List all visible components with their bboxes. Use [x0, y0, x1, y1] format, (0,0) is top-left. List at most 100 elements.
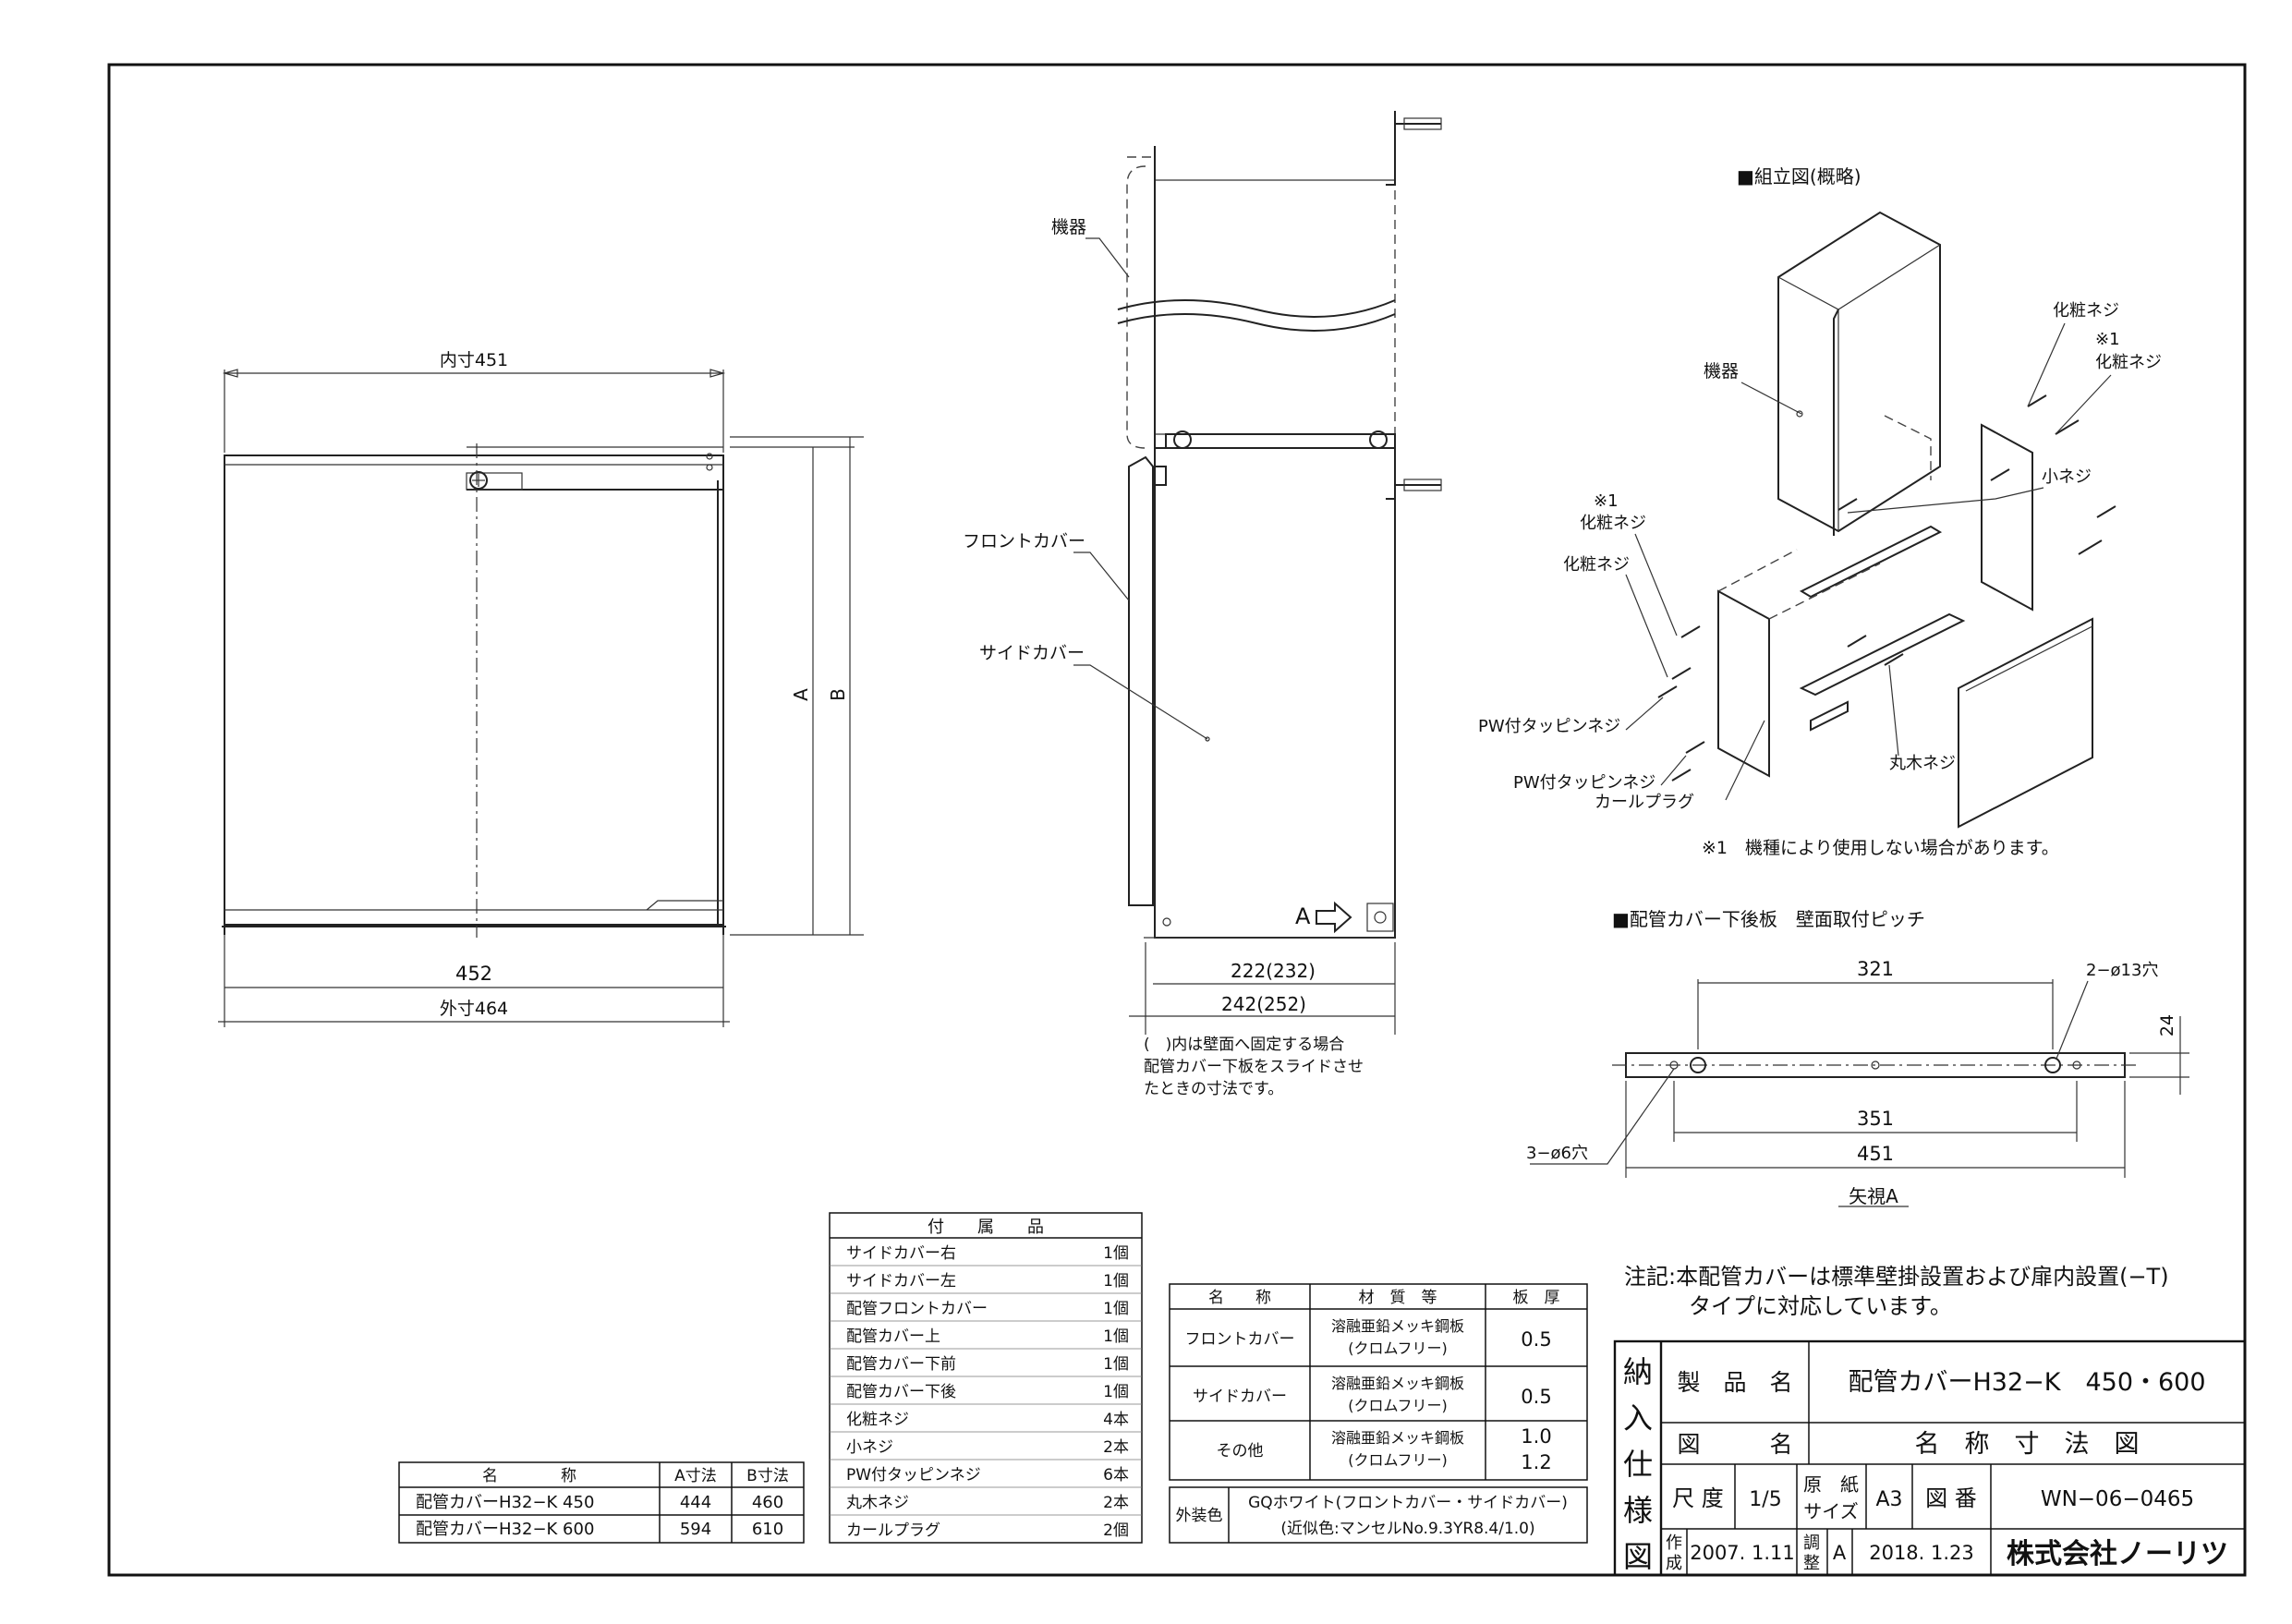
mat-header-thickness: 板 厚: [1513, 1289, 1560, 1307]
accessory-name: サイドカバー右: [846, 1244, 956, 1263]
tb-adjust-label-1: 調: [1803, 1533, 1820, 1553]
label-front-cover: フロントカバー: [963, 531, 1085, 551]
size-row-2-name: 配管カバーH32−K 600: [416, 1520, 594, 1539]
accessory-name: 配管カバー上: [846, 1327, 940, 1346]
label-device-side: 機器: [1051, 217, 1086, 237]
note-line-1: 注記:本配管カバーは標準壁掛設置および扉内設置(−T): [1624, 1264, 2169, 1290]
dim-width-452: 452: [455, 963, 492, 985]
tb-created-label-1: 作: [1666, 1533, 1682, 1553]
material-row-mat2: (クロムフリー): [1348, 1397, 1448, 1414]
label-side-cover: サイドカバー: [979, 643, 1085, 663]
material-row-t1: 0.5: [1521, 1386, 1551, 1408]
material-row-name: その他: [1217, 1442, 1264, 1460]
asm-label-pw-2: PW付タッピンネジ: [1513, 773, 1655, 793]
accessory-name: PW付タッピンネジ: [846, 1466, 981, 1485]
size-header-name: 名 称: [482, 1467, 576, 1485]
accessory-qty: 1個: [1103, 1383, 1129, 1401]
tb-side-char-4: 様: [1623, 1493, 1653, 1528]
asm-label-device: 機器: [1704, 361, 1739, 382]
holes-6-label: 3−ø6穴: [1526, 1144, 1588, 1163]
hole-13-right: [2044, 1057, 2061, 1073]
pitch-title: ■配管カバー下後板 壁面取付ピッチ: [1612, 908, 1925, 930]
tb-drawing-name: 名 称 寸 法 図: [1915, 1430, 2140, 1459]
tb-side-char-1: 納: [1623, 1354, 1653, 1389]
side-view: 機器 フロントカバー サイドカバー A 222(232) 242(252) ( …: [963, 111, 1442, 1098]
assembly-view: ■組立図(概略) 機器 化粧ネジ ※1 化粧ネジ 小ネジ ※1 化粧ネジ: [1478, 165, 2162, 858]
dim-outer-width: 外寸464: [440, 999, 508, 1019]
mat-header-name: 名 称: [1208, 1289, 1271, 1307]
material-row-t1: 1.0: [1521, 1425, 1551, 1448]
asm-label-curl-plug: カールプラグ: [1595, 793, 1694, 812]
pitch-view: ■配管カバー下後板 壁面取付ピッチ 321 2−ø13穴 24 351 451 …: [1526, 908, 2189, 1207]
asm-label-cosmetic-1: 化粧ネジ: [2053, 301, 2119, 321]
color-line-2: (近似色:マンセルNo.9.3YR8.4/1.0): [1280, 1520, 1534, 1538]
accessory-qty: 6本: [1103, 1466, 1129, 1485]
accessory-qty: 1個: [1103, 1244, 1129, 1263]
tb-drawing-label: 図 名: [1677, 1431, 1792, 1458]
asm-label-cosmetic-2: 化粧ネジ: [2095, 353, 2162, 372]
size-row-1-b: 460: [752, 1493, 783, 1512]
material-table: 名 称 材 質 等 板 厚 フロントカバー溶融亜鉛メッキ鋼板(クロムフリー)0.…: [1169, 1283, 1588, 1544]
color-line-1: GQホワイト(フロントカバー・サイドカバー): [1248, 1494, 1568, 1512]
side-note-line-2: 配管カバー下板をスライドさせ: [1144, 1058, 1364, 1076]
accessory-title: 付 属 品: [928, 1218, 1044, 1237]
side-note-line-3: たときの寸法です。: [1144, 1080, 1283, 1098]
assembly-title: ■組立図(概略): [1737, 165, 1861, 188]
accessory-name: 配管カバー下前: [846, 1355, 956, 1374]
arrow-a-label: A: [1295, 903, 1311, 929]
size-table: 名 称 A寸法 B寸法 配管カバーH32−K 450 444 460 配管カバー…: [398, 1461, 805, 1544]
dim-inner-width: 内寸451: [440, 350, 508, 370]
asm-label-note1-top: ※1: [2095, 330, 2120, 349]
side-note-line-1: ( )内は壁面へ固定する場合: [1144, 1036, 1344, 1054]
accessory-qty: 1個: [1103, 1327, 1129, 1346]
accessory-name: カールプラグ: [846, 1521, 940, 1540]
note-line-2: タイプに対応しています。: [1689, 1293, 1952, 1319]
material-row-mat1: 溶融亜鉛メッキ鋼板: [1331, 1429, 1464, 1447]
tb-product-name: 配管カバーH32−K 450・600: [1848, 1368, 2205, 1397]
asm-label-wood-screw: 丸木ネジ: [1889, 754, 1956, 773]
size-header-b: B寸法: [746, 1467, 789, 1485]
accessory-name: 化粧ネジ: [846, 1411, 909, 1429]
size-row-1-a: 444: [680, 1493, 711, 1512]
wall-anchor-icon: [1395, 117, 1442, 491]
hole-13-left: [1690, 1057, 1706, 1073]
tb-product-label: 製 品 名: [1677, 1369, 1792, 1396]
assembly-footnote: ※1 機種により使用しない場合があります。: [1702, 838, 2059, 858]
material-row-mat1: 溶融亜鉛メッキ鋼板: [1331, 1375, 1464, 1392]
accessory-name: サイドカバー左: [846, 1272, 956, 1291]
material-row-mat2: (クロムフリー): [1348, 1339, 1448, 1357]
device-box: [1777, 211, 1941, 533]
tb-side-char-5: 図: [1623, 1539, 1653, 1574]
tb-scale-value: 1/5: [1749, 1488, 1781, 1511]
dim-24: 24: [2157, 1014, 2177, 1036]
tb-created-label-2: 成: [1666, 1554, 1682, 1573]
screw-icons: [1657, 394, 2116, 782]
asm-label-note1-left: ※1: [1594, 491, 1619, 511]
tb-paper-label-2: サイズ: [1803, 1500, 1858, 1522]
tb-scale-label: 尺 度: [1672, 1485, 1724, 1511]
accessory-qty: 2個: [1103, 1521, 1129, 1540]
tb-revised-date: 2018. 1.23: [1869, 1542, 1974, 1564]
accessory-qty: 4本: [1103, 1411, 1129, 1429]
dim-242: 242(252): [1221, 993, 1306, 1015]
size-row-1-name: 配管カバーH32−K 450: [416, 1493, 594, 1512]
accessory-name: 丸木ネジ: [846, 1494, 909, 1512]
tb-number-label: 図 番: [1925, 1485, 1977, 1511]
mat-header-material: 材 質 等: [1359, 1289, 1437, 1307]
dim-a-label: A: [790, 688, 812, 701]
dim-222: 222(232): [1231, 960, 1316, 982]
tb-paper-label-1: 原 紙: [1803, 1473, 1859, 1496]
accessory-qty: 1個: [1103, 1272, 1129, 1291]
front-view: 内寸451 452 外寸464 A B: [218, 350, 864, 1027]
dim-321: 321: [1857, 958, 1894, 980]
asm-label-pw-1: PW付タッピンネジ: [1478, 717, 1620, 736]
accessory-name: 配管カバー下後: [846, 1383, 956, 1401]
sheet-border: [107, 63, 2247, 1577]
front-screw-icon: [469, 471, 488, 490]
front-cover-panel: [1958, 617, 2093, 829]
material-row-name: サイドカバー: [1193, 1388, 1287, 1406]
tb-created-date: 2007. 1.11: [1690, 1542, 1795, 1564]
dim-351: 351: [1857, 1108, 1894, 1130]
asm-label-cosmetic-4: 化粧ネジ: [1563, 555, 1630, 575]
